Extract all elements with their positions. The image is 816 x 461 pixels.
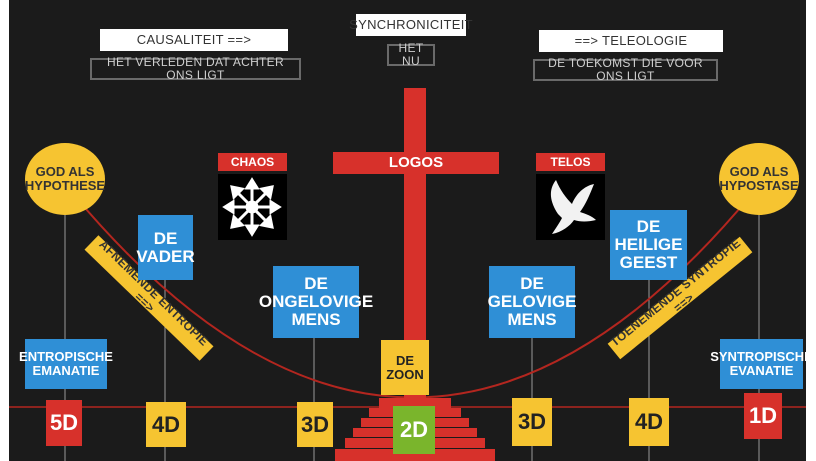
gelovige-mens-box: DE GELOVIGE MENS [488, 266, 576, 338]
dimension-3d-left: 3D [297, 402, 333, 447]
logos-label: LOGOS [388, 154, 444, 172]
syntropische-evanatie-box: SYNTROPISCHE EVANATIE [710, 339, 806, 389]
entropische-emanatie-box: ENTROPISCHE EMANATIE [19, 339, 113, 389]
telos-label: TELOS [536, 153, 605, 171]
chaos-star-icon [218, 174, 287, 240]
dimension-5d: 5D [46, 400, 82, 446]
dove-icon [536, 174, 605, 240]
teleologie-label: ==> TELEOLOGIE [539, 30, 723, 52]
chaos-label: CHAOS [218, 153, 287, 171]
god-hypothese-circle: GOD ALS HYPOTHESE [25, 143, 105, 215]
het-nu-label: HET NU [387, 42, 435, 67]
toekomst-label: DE TOEKOMST DIE VOOR ONS LIGT [533, 57, 718, 82]
dimension-4d-right: 4D [629, 398, 669, 446]
dimension-3d-right: 3D [512, 398, 552, 446]
synchroniciteit-label: SYNCHRONICITEIT [349, 14, 473, 36]
god-hypostase-circle: GOD ALS HYPOSTASE [719, 143, 799, 215]
verleden-label: HET VERLEDEN DAT ACHTER ONS LIGT [90, 56, 301, 81]
dimension-1d: 1D [744, 393, 782, 439]
causaliteit-label: CAUSALITEIT ==> [100, 29, 288, 51]
dimension-2d: 2D [393, 406, 435, 454]
ongelovige-mens-box: DE ONGELOVIGE MENS [259, 266, 373, 338]
de-zoon-box: DE ZOON [381, 340, 429, 395]
diagram-canvas: CAUSALITEIT ==> HET VERLEDEN DAT ACHTER … [9, 0, 806, 461]
heilige-geest-box: DE HEILIGE GEEST [610, 210, 687, 280]
logos-cross [333, 88, 499, 408]
de-vader-box: DE VADER [136, 215, 195, 280]
dimension-4d-left: 4D [146, 402, 186, 447]
